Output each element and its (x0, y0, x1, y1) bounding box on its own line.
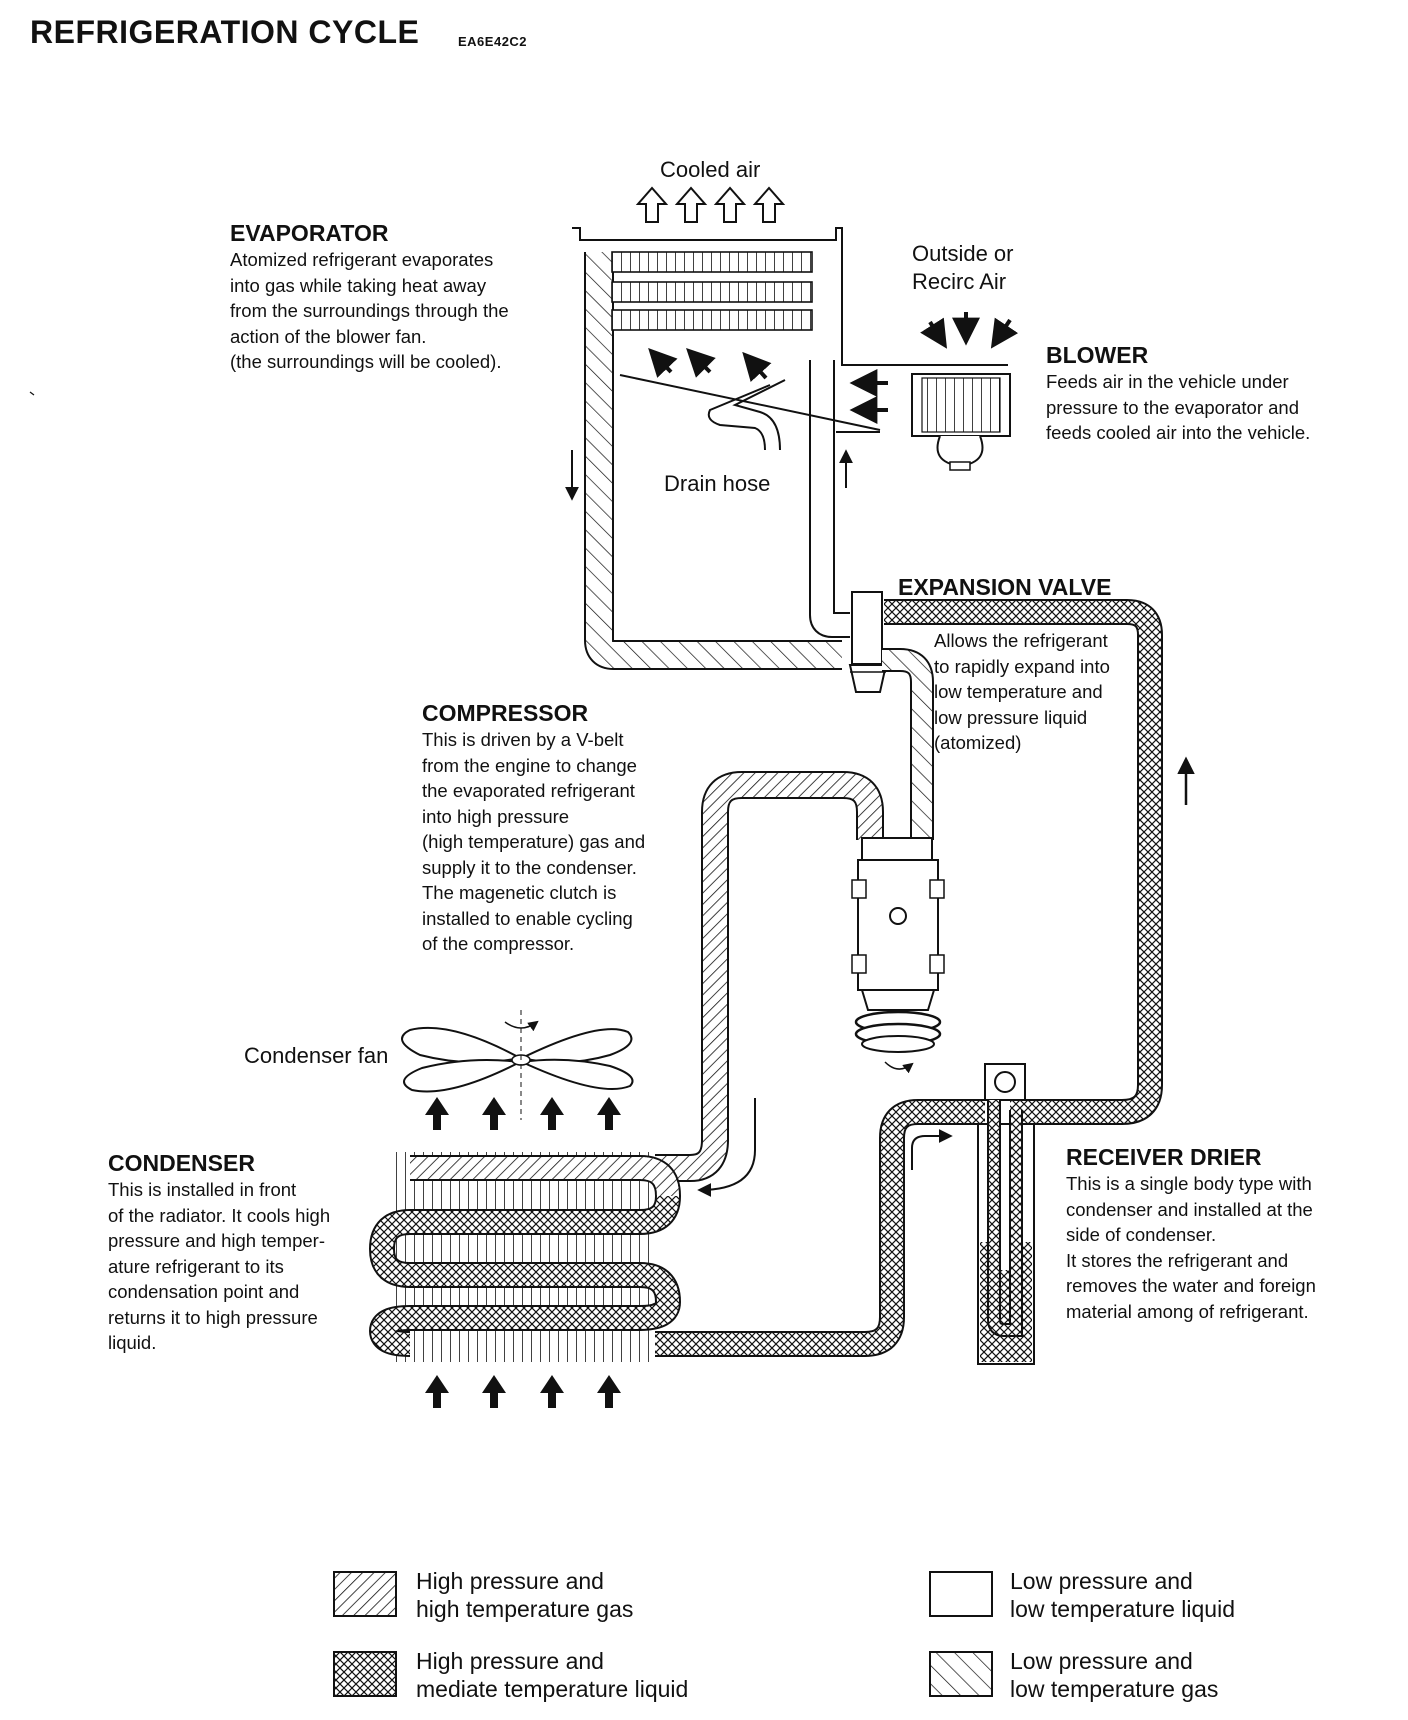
evaporator-line: from the surroundings through the (230, 300, 509, 321)
legend-line: low temperature liquid (1010, 1596, 1236, 1622)
condenser-heading: CONDENSER (108, 1150, 255, 1176)
expansion-valve-line: low pressure liquid (934, 706, 1088, 728)
blower-line: feeds cooled air into the vehicle. (1046, 422, 1311, 443)
legend-swatch-lp-gas (929, 1651, 993, 1697)
compressor-heading: COMPRESSOR (422, 700, 589, 726)
compressor-line: (high temperature) gas and (422, 831, 646, 852)
expansion-valve-line: to rapidly expand into (934, 655, 1110, 677)
compressor-line: The magenetic clutch is (422, 882, 617, 903)
page-title: REFRIGERATION CYCLE (30, 14, 420, 50)
legend-line: low temperature gas (1010, 1676, 1219, 1702)
expansion-valve-line: low temperature and (934, 681, 1103, 702)
receiver-drier-heading: RECEIVER DRIER (1066, 1144, 1262, 1170)
compressor-unit (851, 837, 945, 1074)
expansion-valve-description: Allows the refrigerant to rapidly expand… (934, 628, 1110, 756)
legend-swatch-lp-liquid (929, 1571, 993, 1617)
expansion-valve-body (848, 591, 888, 693)
receiver-drier-line: This is a single body type with (1066, 1173, 1312, 1194)
blower-heading: BLOWER (1046, 342, 1149, 368)
high-pressure-gas-line (410, 648, 934, 1182)
evaporator-heading: EVAPORATOR (230, 220, 389, 246)
receiver-drier-line: removes the water and foreign (1066, 1275, 1316, 1296)
condenser-fan-label: Condenser fan (244, 1043, 389, 1068)
condenser-airflow-arrows (425, 1097, 621, 1408)
legend-swatch-hp-liquid (333, 1651, 397, 1697)
evaporator-line: Atomized refrigerant evaporates (230, 249, 494, 270)
condenser-line: This is installed in front (108, 1179, 297, 1200)
evaporator-line: action of the blower fan. (230, 325, 427, 347)
blower-line: pressure to the evaporator and (1046, 396, 1299, 418)
legend-line: high temperature gas (416, 1596, 634, 1622)
expansion-valve-heading: EXPANSION VALVE (898, 574, 1112, 600)
receiver-drier-line: condenser and installed at the (1066, 1198, 1313, 1220)
evaporator-line: (the surroundings will be cooled). (230, 351, 502, 372)
compressor-line: from the engine to change (422, 754, 637, 776)
legend-line: High pressure and (416, 1568, 604, 1594)
expansion-valve-line: (atomized) (934, 732, 1022, 753)
receiver-drier-line: material among of refrigerant. (1066, 1300, 1309, 1322)
legend-item-hp-liquid: High pressure and mediate temperature li… (416, 1647, 688, 1703)
expansion-valve-line: Allows the refrigerant (934, 630, 1108, 651)
blower-line: Feeds air in the vehicle under (1046, 371, 1289, 392)
drain-hose-label: Drain hose (664, 471, 771, 496)
condenser-line: of the radiator. It cools high (108, 1204, 331, 1226)
blower-description: BLOWER Feeds air in the vehicle under pr… (1046, 342, 1310, 446)
receiver-drier-unit (911, 1063, 1035, 1365)
legend-item-hp-gas: High pressure and high temperature gas (416, 1567, 633, 1623)
compressor-description: COMPRESSOR This is driven by a V-belt fr… (422, 700, 645, 957)
outside-air-line-2: Recirc Air (912, 269, 1007, 294)
legend-line: Low pressure and (1010, 1648, 1193, 1674)
outside-air-label: Outside or Recirc Air (912, 240, 1014, 296)
cooled-air-arrows (635, 186, 786, 223)
compressor-line: of the compressor. (422, 933, 575, 954)
legend-item-lp-gas: Low pressure and low temperature gas (1010, 1647, 1218, 1703)
stray-mark (29, 391, 35, 396)
receiver-drier-description: RECEIVER DRIER This is a single body typ… (1066, 1144, 1316, 1324)
compressor-line: This is driven by a V-belt (422, 729, 624, 750)
condenser-line: pressure and high temper- (108, 1230, 325, 1251)
legend-line: Low pressure and (1010, 1568, 1193, 1594)
evaporator-line: into gas while taking heat away (230, 274, 487, 296)
receiver-drier-line: side of condenser. (1066, 1224, 1217, 1245)
evaporator-assembly (565, 227, 1000, 670)
condenser-fan-blades (401, 1010, 634, 1120)
document-code: EA6E42C2 (458, 34, 528, 49)
legend-line: mediate temperature liquid (416, 1676, 689, 1702)
condenser-line: returns it to high pressure (108, 1306, 318, 1328)
evaporator-description: EVAPORATOR Atomized refrigerant evaporat… (230, 220, 509, 375)
condenser-coil (368, 1098, 756, 1362)
legend-swatch-hp-gas (333, 1571, 397, 1617)
condenser-description: CONDENSER This is installed in front of … (108, 1150, 330, 1356)
high-pressure-liquid-line (410, 599, 1195, 1357)
condenser-line: condensation point and (108, 1281, 300, 1302)
condenser-line: liquid. (108, 1332, 157, 1353)
receiver-drier-line: It stores the refrigerant and (1066, 1249, 1289, 1271)
compressor-line: into high pressure (422, 805, 570, 827)
compressor-line: supply it to the condenser. (422, 856, 637, 878)
legend-swatches (333, 1571, 993, 1697)
legend-line: High pressure and (416, 1648, 604, 1674)
compressor-line: installed to enable cycling (422, 907, 633, 929)
outside-air-line-1: Outside or (912, 241, 1014, 266)
cooled-air-label: Cooled air (660, 157, 761, 182)
legend-item-lp-liquid: Low pressure and low temperature liquid (1010, 1567, 1235, 1623)
condenser-line: ature refrigerant to its (108, 1255, 284, 1277)
blower-unit (911, 312, 1019, 471)
compressor-line: the evaporated refrigerant (422, 780, 635, 801)
